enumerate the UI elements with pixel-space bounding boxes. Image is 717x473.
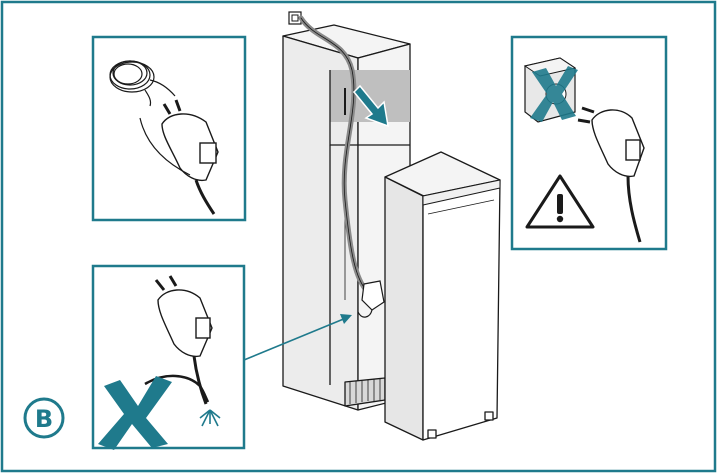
step-badge: B <box>23 397 65 439</box>
spark-icon <box>199 409 221 427</box>
coiled-cable-icon <box>109 60 176 107</box>
step-badge-label: B <box>35 405 53 433</box>
warning-triangle-icon <box>525 174 595 229</box>
socket-crossed-out-icon <box>523 57 578 123</box>
mains-plug-icon <box>357 280 385 318</box>
mains-plug-icon <box>577 106 645 243</box>
connector-arrow <box>243 314 352 361</box>
mains-plug-icon <box>139 99 219 215</box>
damaged-cable-icon <box>144 355 210 405</box>
fridge-appliance-icon <box>384 151 501 441</box>
down-arrow-icon <box>352 84 389 128</box>
large-cross-icon <box>98 376 172 450</box>
cross-icon <box>530 66 578 122</box>
mains-plug-icon <box>154 275 213 358</box>
